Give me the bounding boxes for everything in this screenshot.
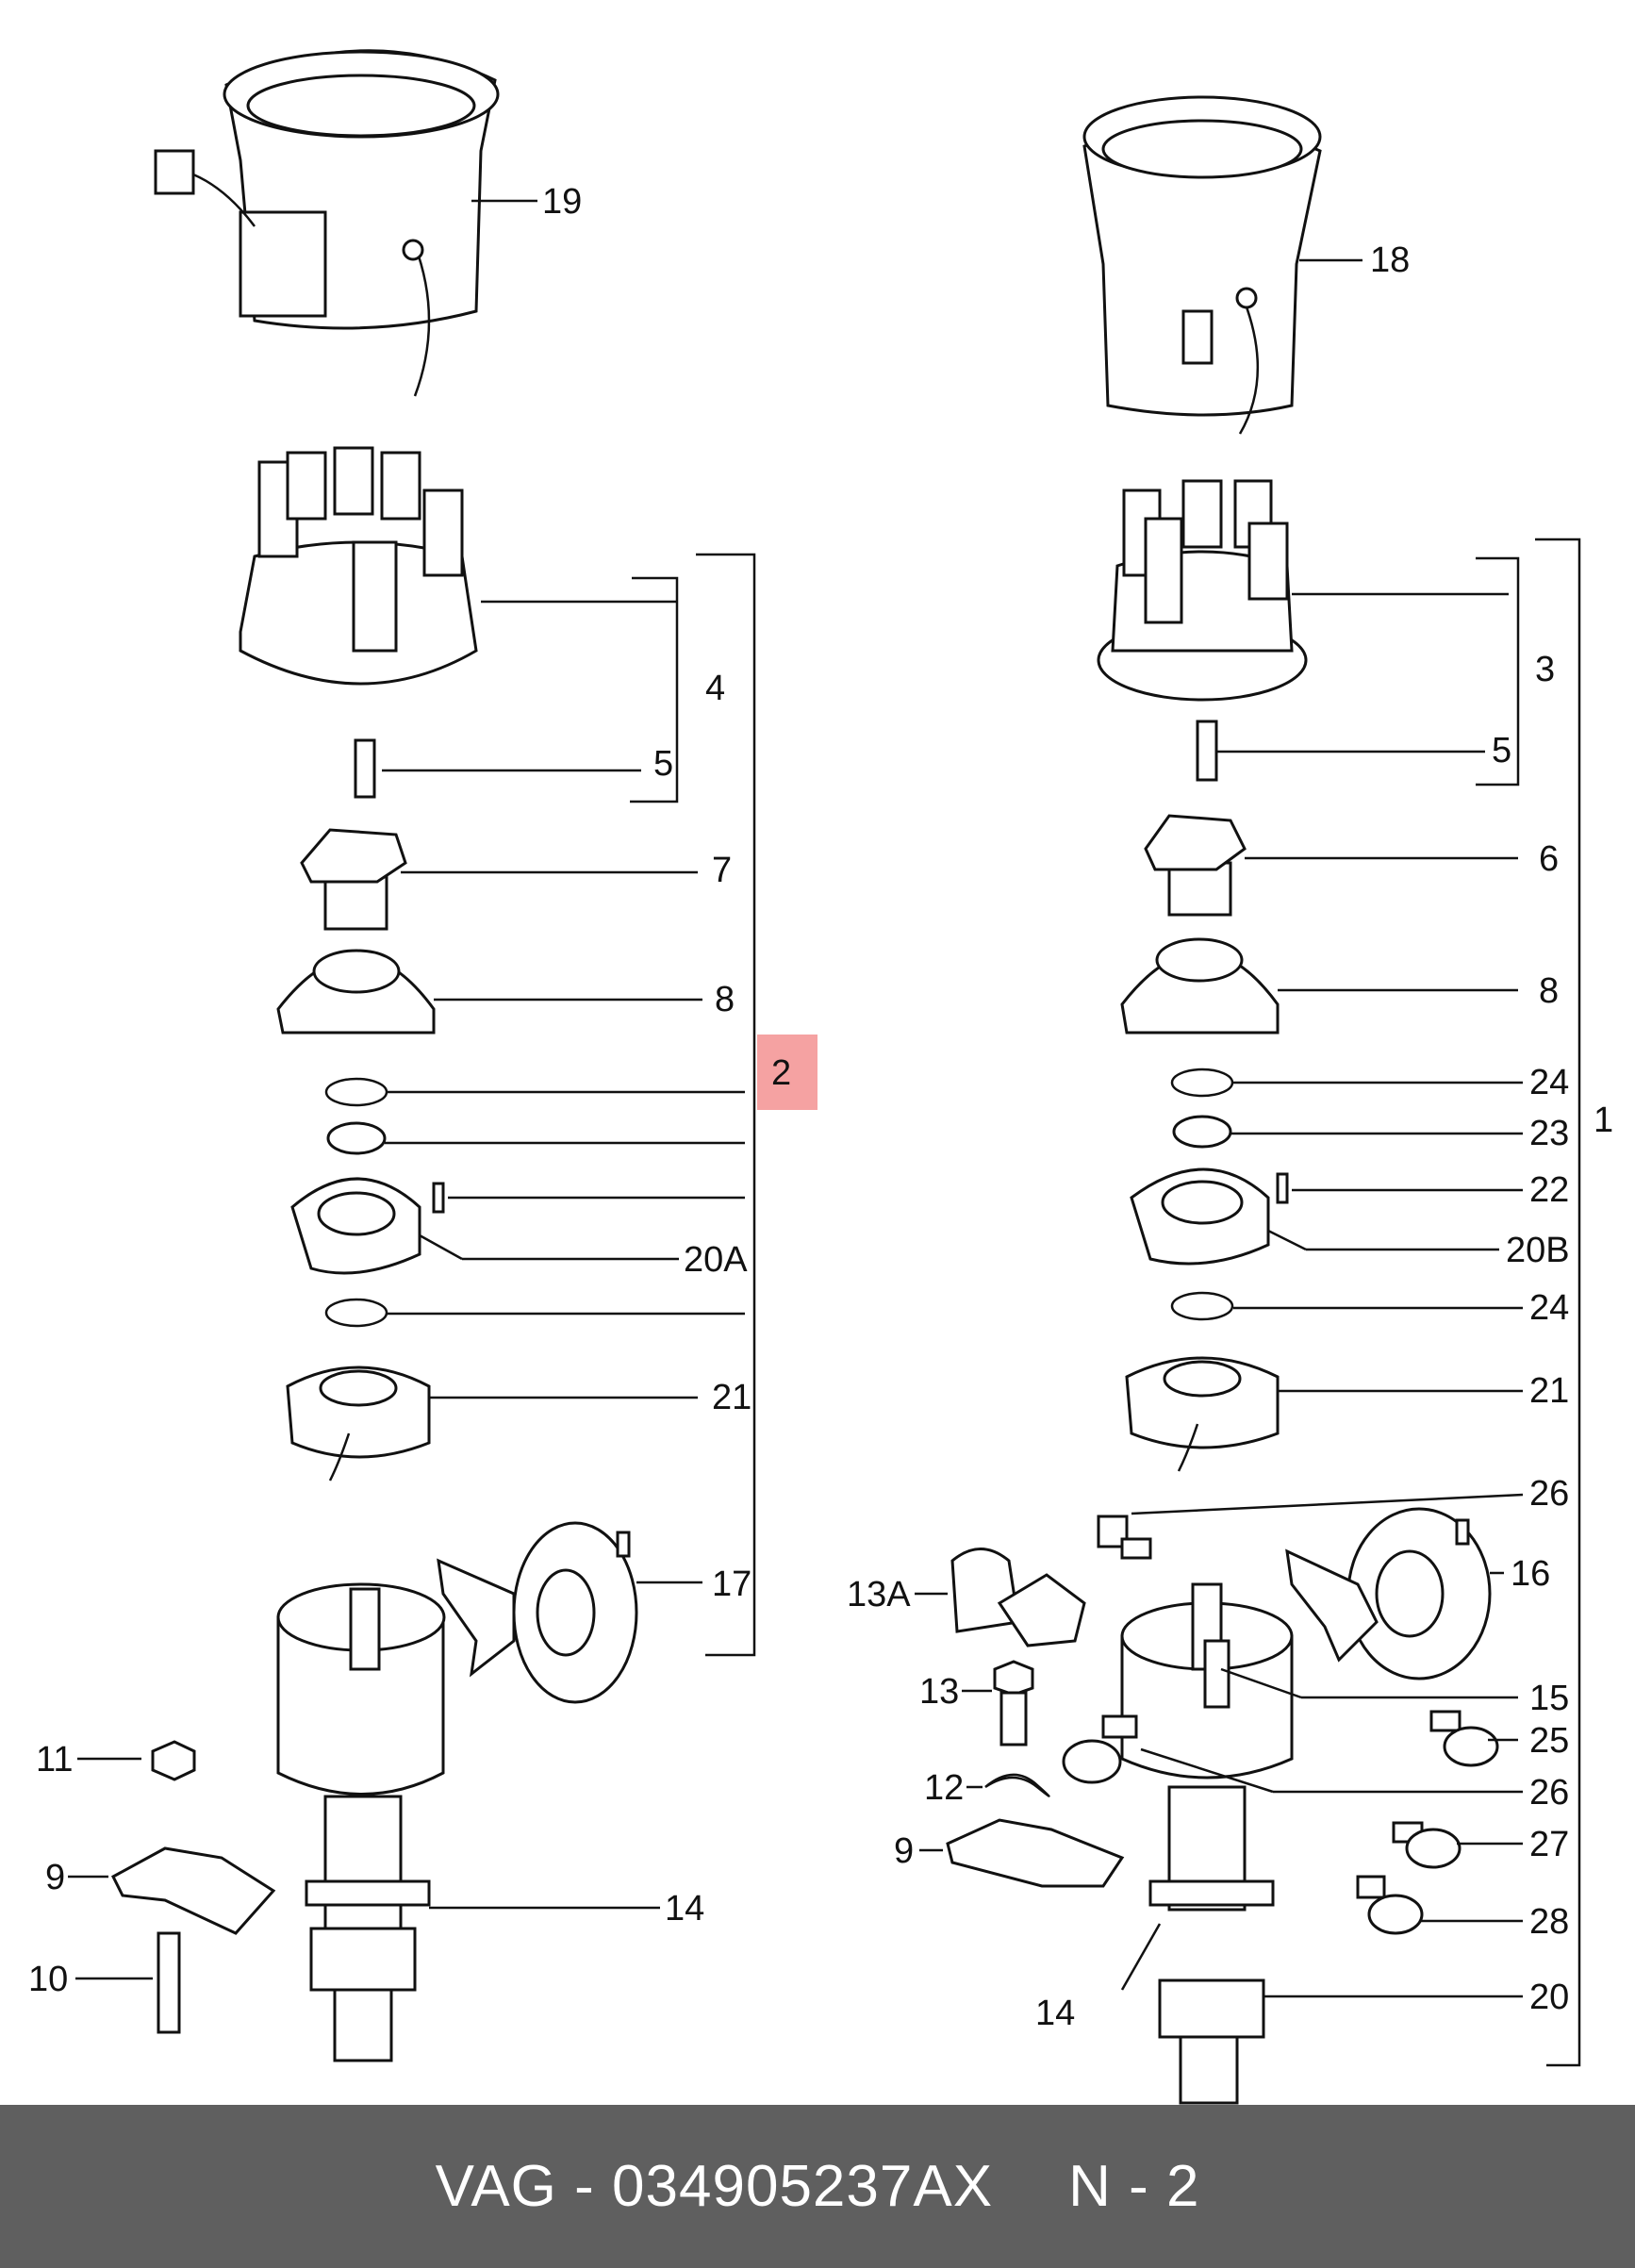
- base-plate-right-icon: [1125, 1356, 1280, 1472]
- callout-21-left: 21: [712, 1378, 751, 1417]
- distributor-cap-right-icon: [1097, 479, 1308, 702]
- callout-14-left: 14: [665, 1889, 704, 1929]
- callout-18: 18: [1370, 240, 1410, 280]
- dust-shield-right-icon: [1120, 937, 1280, 1035]
- callout-8-right: 8: [1539, 971, 1559, 1011]
- shield-cap-right-icon: [1082, 95, 1322, 435]
- callout-26-upper: 26: [1529, 1474, 1569, 1514]
- callout-15: 15: [1529, 1679, 1569, 1718]
- callout-5-left: 5: [653, 744, 673, 784]
- callout-9-right: 9: [894, 1831, 914, 1871]
- distributor-cap-left-icon: [239, 446, 478, 686]
- connector-13A-icon: [950, 1548, 1086, 1647]
- footer-brand: VAG: [435, 2154, 557, 2219]
- callout-1: 1: [1594, 1101, 1613, 1140]
- callout-16: 16: [1511, 1554, 1550, 1594]
- footer-dash: -: [574, 2154, 595, 2219]
- callout-5-right: 5: [1492, 731, 1511, 770]
- callout-27: 27: [1529, 1825, 1569, 1864]
- washer-right-icon: [1172, 1115, 1232, 1149]
- callout-20B: 20B: [1506, 1231, 1570, 1270]
- hall-sender-left-icon: [290, 1177, 421, 1275]
- distributor-body-left-icon: [276, 1582, 446, 2062]
- clamp-right-icon: [946, 1818, 1125, 1888]
- circlip-left-upper-icon: [324, 1077, 388, 1107]
- vacuum-unit-right-icon: [1285, 1507, 1492, 1680]
- base-plate-left-icon: [286, 1366, 431, 1482]
- hall-sender-right-icon: [1130, 1167, 1270, 1266]
- screw-26-upper-icon: [1097, 1515, 1152, 1560]
- screw-25-icon: [1429, 1710, 1499, 1767]
- callout-14-right: 14: [1035, 1994, 1075, 2033]
- part-number-footer: VAG - 034905237AX N - 2: [0, 2105, 1635, 2268]
- washer-left-icon: [326, 1121, 387, 1155]
- callout-24-upper: 24: [1529, 1063, 1569, 1102]
- rotor-right-icon: [1144, 814, 1247, 917]
- vacuum-unit-left-icon: [437, 1521, 638, 1704]
- callout-28: 28: [1529, 1902, 1569, 1942]
- callout-17: 17: [712, 1564, 751, 1604]
- callout-8-left: 8: [715, 980, 735, 1019]
- seal-12-icon: [984, 1773, 1050, 1797]
- callout-10: 10: [28, 1960, 68, 1999]
- callout-13A: 13A: [847, 1575, 911, 1614]
- spring-left-icon: [354, 738, 376, 799]
- rotor-left-icon: [300, 828, 407, 931]
- distributor-body-right-icon: [1120, 1582, 1294, 2105]
- exploded-parts-diagram: 19 4 5 7 8 2 20A 21 17 11 9 10 14: [28, 49, 1613, 2105]
- callout-11: 11: [36, 1740, 73, 1780]
- callout-20: 20: [1529, 1978, 1569, 2017]
- highlight-box: [757, 1035, 818, 1110]
- callout-13: 13: [919, 1672, 959, 1712]
- circlip-left-lower-icon: [324, 1298, 388, 1328]
- pin-left-icon: [432, 1182, 445, 1214]
- screw-26-lower-icon: [1062, 1714, 1138, 1784]
- screw-27-icon: [1392, 1821, 1462, 1869]
- callout-20A: 20A: [684, 1240, 748, 1280]
- callout-23: 23: [1529, 1114, 1569, 1153]
- callout-21-right: 21: [1529, 1371, 1569, 1411]
- nut-left-icon: [151, 1740, 196, 1781]
- callout-9-left: 9: [45, 1858, 65, 1897]
- clamp-left-icon: [111, 1846, 276, 1935]
- callout-24-lower: 24: [1529, 1288, 1569, 1328]
- callout-7: 7: [712, 851, 732, 890]
- shield-cap-left-icon: [154, 49, 500, 397]
- pin-right-icon: [1276, 1172, 1289, 1204]
- footer-reference: N - 2: [1068, 2154, 1200, 2219]
- spring-right-icon: [1196, 720, 1218, 782]
- callout-25: 25: [1529, 1721, 1569, 1761]
- stud-left-icon: [157, 1931, 181, 2034]
- callout-26-lower: 26: [1529, 1773, 1569, 1813]
- screw-28-icon: [1356, 1875, 1424, 1935]
- callout-12: 12: [924, 1768, 964, 1808]
- callout-6: 6: [1539, 839, 1559, 879]
- callout-2: 2: [771, 1053, 791, 1093]
- circlip-right-upper-icon: [1170, 1068, 1234, 1098]
- footer-part-number: 034905237AX: [612, 2154, 994, 2219]
- callout-19: 19: [542, 182, 582, 222]
- circlip-right-lower-icon: [1170, 1291, 1234, 1321]
- dust-shield-left-icon: [276, 949, 436, 1035]
- callout-4: 4: [705, 669, 725, 708]
- callout-3: 3: [1535, 650, 1555, 689]
- bolt-13-icon: [993, 1660, 1034, 1747]
- callout-22: 22: [1529, 1170, 1569, 1210]
